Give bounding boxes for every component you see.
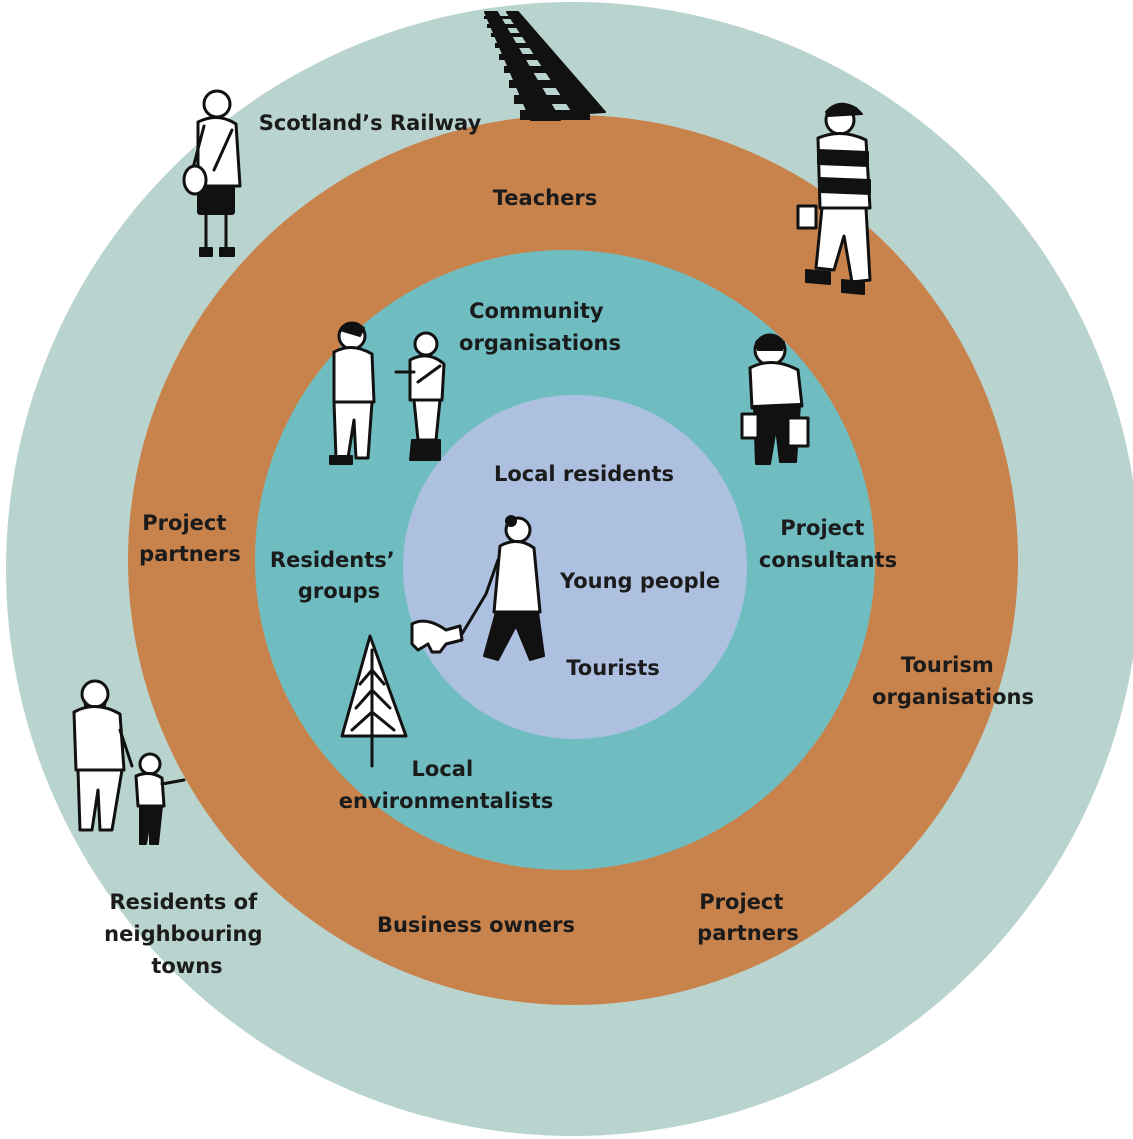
label-community-organisations: Community organisations <box>459 299 621 355</box>
label-teachers: Teachers <box>493 186 597 210</box>
person-walking-dog-icon <box>410 515 545 661</box>
label-business-owners: Business owners <box>377 913 575 937</box>
label-outer-project-partners: Project partners <box>139 511 241 566</box>
two-people-talking-icon <box>329 321 446 465</box>
parent-and-child-icon <box>72 679 186 845</box>
label-scotlands-railway: Scotland’s Railway <box>259 111 482 135</box>
person-with-bag-icon <box>182 89 242 257</box>
tree-icon <box>340 634 408 768</box>
label-young-people: Young people <box>559 569 720 593</box>
label-local-environmentalists: Local environmentalists <box>339 757 554 813</box>
label-tourists: Tourists <box>566 656 660 680</box>
label-residents-groups: Residents’ groups <box>270 548 402 603</box>
railway-track-icon <box>484 11 606 121</box>
label-local-residents: Local residents <box>494 462 674 486</box>
label-project-consultants: Project consultants <box>759 516 897 572</box>
person-with-shopping-bags-icon <box>740 333 810 465</box>
label-tourism-organisations: Tourism organisations <box>872 653 1034 709</box>
person-with-cap-icon <box>796 102 872 295</box>
label-lower-project-partners: Project partners <box>697 890 799 945</box>
label-residents-neighbouring-towns: Residents of neighbouring towns <box>104 890 270 978</box>
ring-core <box>403 395 747 739</box>
